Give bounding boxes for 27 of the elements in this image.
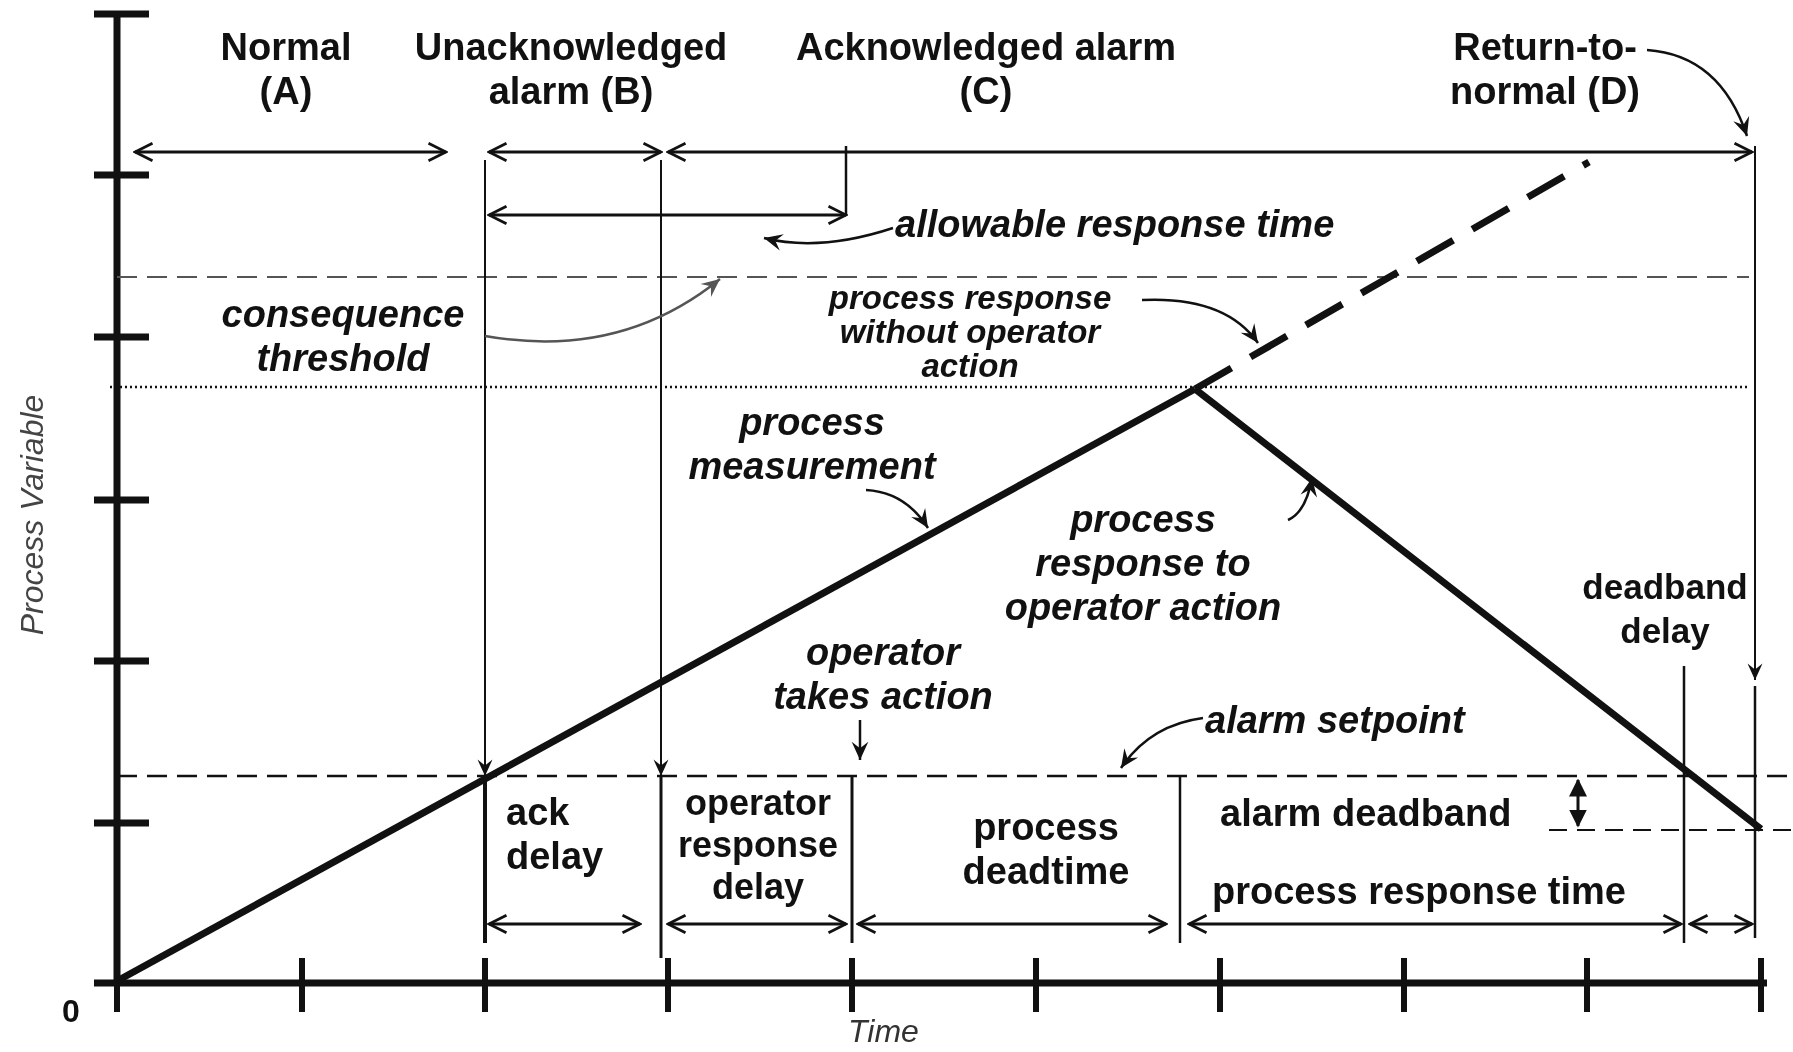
leader-arrow <box>865 488 930 529</box>
callout-label: Return-to- normal (D) <box>1445 25 1645 113</box>
callout-label: consequence threshold <box>203 292 483 380</box>
leader-arrow <box>763 226 894 251</box>
interval-label: process deadtime <box>961 805 1131 893</box>
phase-label: Acknowledged alarm (C) <box>794 25 1178 113</box>
phase-label: Unacknowledged alarm (B) <box>413 25 729 113</box>
axis-origin-label: 0 <box>62 992 80 1030</box>
interval-label: deadband delay <box>1581 566 1749 652</box>
interval-label: alarm deadband <box>1220 791 1512 835</box>
callout-label: process response to operator action <box>1000 497 1286 629</box>
interval-label: ack delay <box>506 790 605 878</box>
axis-title: Time <box>848 1012 919 1050</box>
phase-label: Normal (A) <box>219 25 353 113</box>
axis-title: Process Variable <box>14 394 50 636</box>
leader-arrow <box>1141 298 1259 344</box>
leader-arrow <box>1120 716 1204 769</box>
callout-label: process measurement <box>672 400 952 488</box>
callout-label: process response without operator action <box>800 281 1140 383</box>
leader-arrow <box>484 278 721 343</box>
interval-label: operator response delay <box>676 782 840 908</box>
leader-arrow <box>851 720 869 760</box>
callout-label: allowable response time <box>895 202 1335 246</box>
callout-label: operator takes action <box>766 630 1000 718</box>
leader-arrow <box>1646 48 1749 137</box>
callout-label: alarm setpoint <box>1205 698 1465 742</box>
interval-label: process response time <box>1212 870 1626 912</box>
